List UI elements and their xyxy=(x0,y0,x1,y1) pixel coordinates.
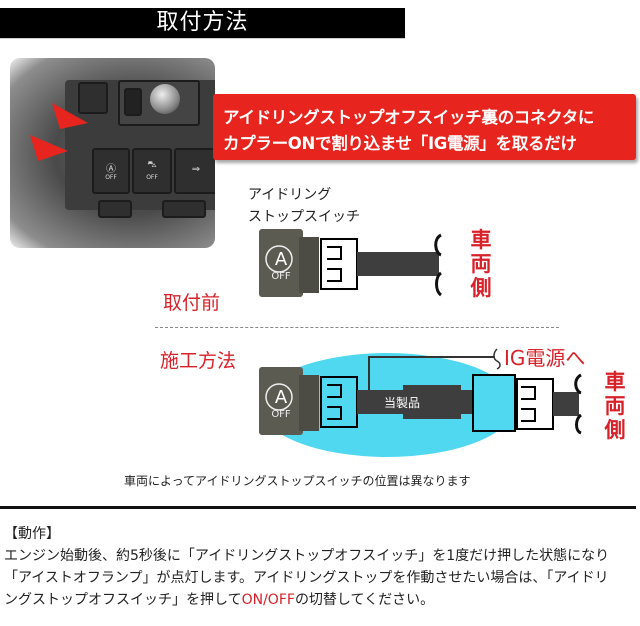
switch-circle-icon xyxy=(265,245,293,273)
lower-panel-slot xyxy=(98,200,132,218)
product-body xyxy=(403,385,461,419)
vehicle-side-char: 両 xyxy=(470,252,492,276)
callout-banner: アイドリングストップオフスイッチ裏のコネクタに カプラーONで割り込ませ「IG電… xyxy=(213,94,636,160)
section-divider xyxy=(155,327,559,328)
vehicle-side-char: 両 xyxy=(604,394,626,418)
product-cable xyxy=(461,390,473,414)
operation-heading: 【動作】 xyxy=(4,526,60,542)
panel-button-blank xyxy=(78,82,108,114)
ig-power-label: IG電源へ xyxy=(504,346,586,370)
on-off-highlight: ON/OFF xyxy=(241,592,295,608)
vehicle-side-char: 側 xyxy=(604,418,626,442)
button-label: OFF xyxy=(146,174,158,181)
after-section-label: 施工方法 xyxy=(160,350,237,372)
vdc-off-button: ⛍ OFF xyxy=(132,148,172,194)
lower-panel-slot xyxy=(162,200,206,218)
button-label: OFF xyxy=(105,174,117,181)
switch-back xyxy=(299,237,319,293)
switch-letter: A xyxy=(274,387,288,408)
idling-stop-off-button: Ⓐ OFF xyxy=(92,148,130,194)
tailgate-button: ⇒ xyxy=(174,148,215,194)
connector-pins xyxy=(521,386,536,422)
vehicle-side-char: 車 xyxy=(470,228,492,252)
horizontal-rule xyxy=(0,506,636,509)
ig-wire-cut-icon xyxy=(493,348,501,370)
arrow-upper-icon xyxy=(52,103,88,129)
operation-line-3-start: ングストップオフスイッチ」を押して xyxy=(4,592,242,608)
connector-pins xyxy=(327,384,342,420)
cable-cut-icon xyxy=(434,233,443,297)
arrow-lower-icon xyxy=(30,135,68,161)
after-diagram xyxy=(259,348,583,457)
idling-stop-off-icon: Ⓐ xyxy=(106,164,116,175)
product-connector-right xyxy=(472,374,516,432)
switch-off-text: OFF xyxy=(271,409,291,420)
vehicle-side-char: 車 xyxy=(604,370,626,394)
callout-line-1: アイドリングストップオフスイッチ裏のコネクタに xyxy=(223,108,595,127)
before-section-label: 取付前 xyxy=(163,292,221,314)
switch-label-line-1: アイドリング xyxy=(248,187,332,203)
switch-letter: A xyxy=(274,249,288,270)
mirror-fold-button xyxy=(124,88,142,116)
switch-body xyxy=(259,229,303,297)
cable-cut-icon xyxy=(574,373,583,435)
vehicle-cable xyxy=(553,392,579,416)
dashboard-photo: Ⓐ OFF ⛍ OFF ⇒ xyxy=(10,58,215,248)
operation-line-3-end: の切替してください。 xyxy=(294,592,435,608)
operation-line-3: ングストップオフスイッチ」を押してON/OFFの切替してください。 xyxy=(4,590,434,610)
connector-pins xyxy=(327,246,342,282)
switch-body xyxy=(259,367,303,435)
position-note: 車両によってアイドリングストップスイッチの位置は異なります xyxy=(124,474,471,488)
vehicle-cable xyxy=(357,252,439,276)
switch-back xyxy=(299,375,319,431)
switch-label-line-2: ストップスイッチ xyxy=(248,209,360,225)
page-title: 取付方法 xyxy=(156,10,249,35)
pointer-arrows xyxy=(30,103,88,161)
operation-line-1: エンジン始動後、約5秒後に「アイドリングストップオフスイッチ」を1度だけ押した状… xyxy=(4,548,610,564)
vehicle-side-label-before: 車 両 側 xyxy=(469,228,493,300)
before-diagram xyxy=(259,229,443,297)
switch-circle-icon xyxy=(265,383,293,411)
vehicle-side-label-after: 車 両 側 xyxy=(603,370,627,442)
ig-wire xyxy=(368,356,495,390)
product-cable xyxy=(357,390,403,414)
callout-line-2: カプラーONで割り込ませ「IG電源」を取るだけ xyxy=(223,134,577,153)
operation-line-2: 「アイストオフランプ」が点灯します。アイドリングストップを作動させたい場合は、「… xyxy=(4,570,609,586)
vehicle-dynamics-off-icon: ⛍ xyxy=(147,160,157,170)
vehicle-side-char: 側 xyxy=(470,276,492,300)
section-title-bar: 取付方法 xyxy=(0,8,405,39)
product-label: 当製品 xyxy=(384,396,421,410)
switch-off-text: OFF xyxy=(271,271,291,282)
tailgate-icon: ⇒ xyxy=(191,164,201,175)
mirror-adjust-knob xyxy=(150,84,180,114)
